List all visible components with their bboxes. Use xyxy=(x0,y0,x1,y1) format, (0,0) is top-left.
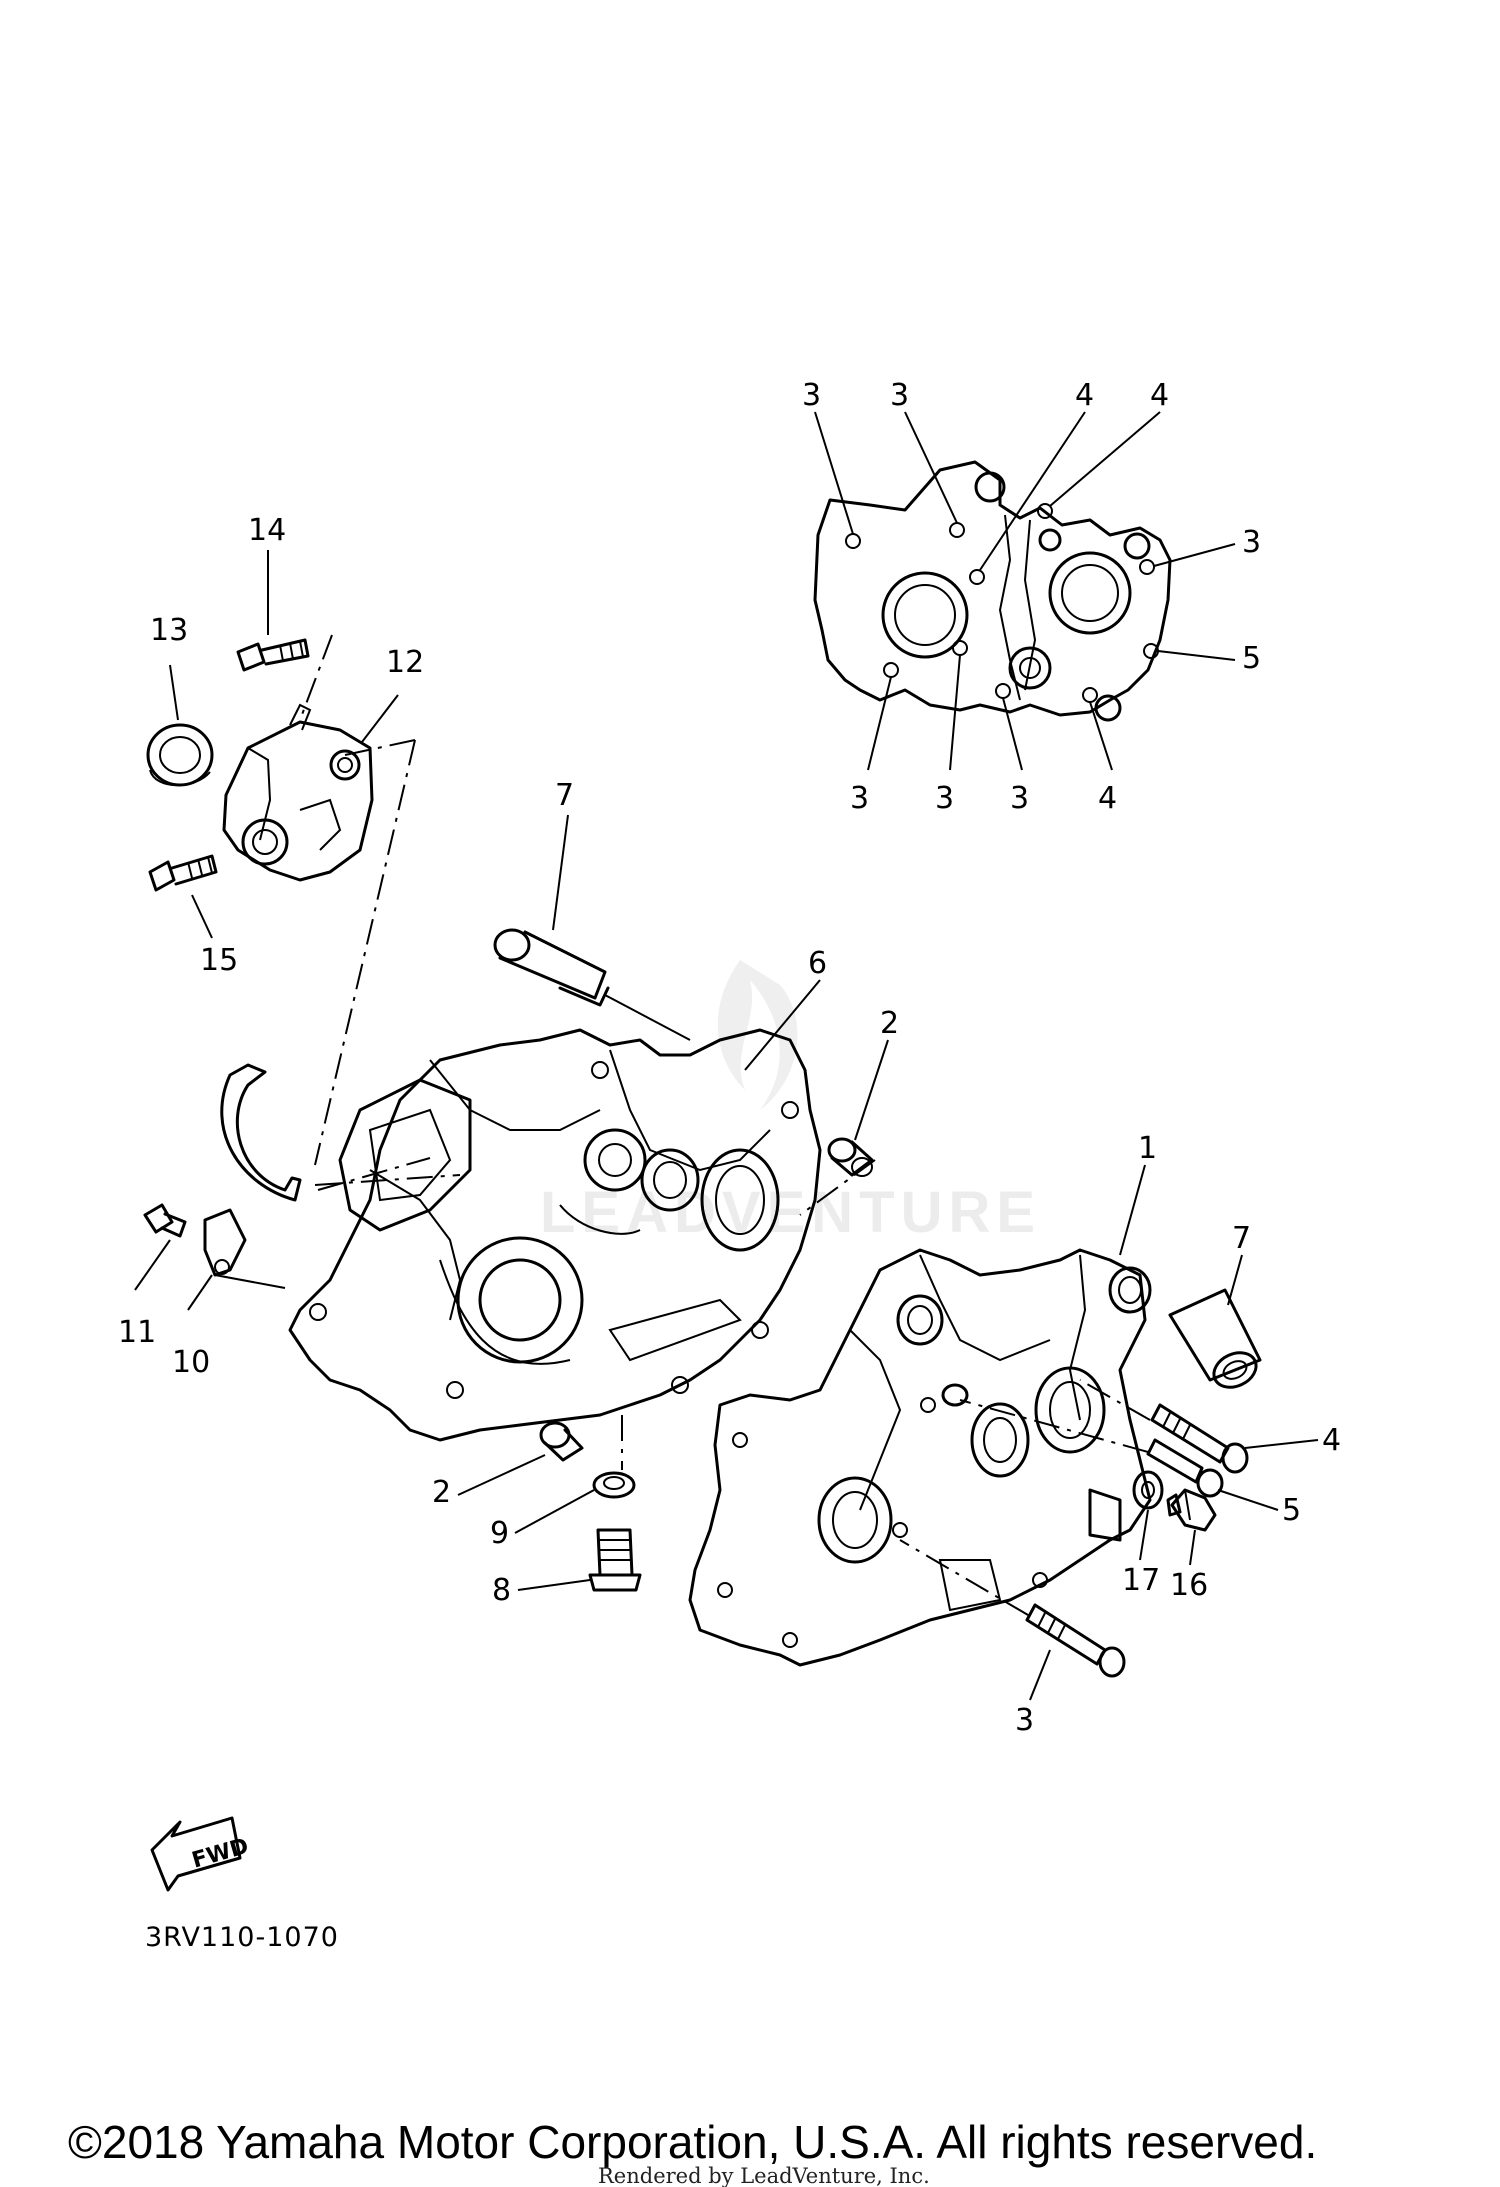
callout-16: 16 xyxy=(1170,1568,1208,1603)
callout-15: 15 xyxy=(200,943,238,978)
callout-12: 12 xyxy=(386,645,424,680)
crankcase-right-1 xyxy=(688,1164,1152,1667)
drain-plug-8 xyxy=(517,1528,642,1592)
leader-6 xyxy=(744,979,821,1071)
copyright-notice: ©2018 Yamaha Motor Corporation, U.S.A. A… xyxy=(68,2116,1317,2168)
callout-8: 8 xyxy=(492,1573,511,1608)
callout-3f: 3 xyxy=(1010,781,1029,816)
bolt-3-bottom xyxy=(899,1539,1126,1701)
screw-15 xyxy=(148,854,218,892)
oil-seal-13 xyxy=(146,723,214,787)
callout-3a: 3 xyxy=(802,378,821,413)
callout-3b: 3 xyxy=(890,378,909,413)
crankcase-bolt-pattern-view xyxy=(813,411,1236,771)
callout-5a: 5 xyxy=(1242,641,1261,676)
bolt-5 xyxy=(959,1399,1279,1511)
callout-6: 6 xyxy=(808,946,827,981)
dowel-pin-7-upper xyxy=(493,814,691,1041)
cover-assembly xyxy=(146,550,461,1191)
fwd-arrow-icon: FWD xyxy=(150,1816,252,1892)
callout-3c: 3 xyxy=(1242,525,1261,560)
callout-5b: 5 xyxy=(1282,1493,1301,1528)
callout-2b: 2 xyxy=(432,1475,451,1510)
crankcase-left-6 xyxy=(288,1028,822,1442)
bolt-16 xyxy=(1166,1488,1217,1566)
callout-10: 10 xyxy=(172,1345,210,1380)
callout-7a: 7 xyxy=(555,778,574,813)
dowel-pin-7-right xyxy=(1168,1254,1262,1389)
callout-3g: 3 xyxy=(1015,1703,1034,1738)
callout-14: 14 xyxy=(248,513,286,548)
bush-2-upper xyxy=(799,1039,889,1216)
fwd-label: FWD xyxy=(189,1834,251,1874)
diagram-code: 3RV110-1070 xyxy=(145,1922,339,1953)
callout-17: 17 xyxy=(1122,1563,1160,1598)
callout-3d: 3 xyxy=(850,781,869,816)
bolt-4 xyxy=(1079,1379,1319,1474)
screw-11 xyxy=(134,1203,187,1291)
bush-2-lower xyxy=(457,1421,584,1496)
cover-12 xyxy=(222,703,374,882)
callout-4a: 4 xyxy=(1075,378,1094,413)
gasket-9 xyxy=(514,1415,636,1534)
callout-11: 11 xyxy=(118,1315,156,1350)
retainer-plate-10 xyxy=(187,1063,302,1311)
washer-17 xyxy=(1132,1470,1164,1561)
callout-2a: 2 xyxy=(880,1006,899,1041)
screw-14 xyxy=(236,638,310,672)
callout-numbers: 3 3 4 4 3 5 3 3 3 4 14 13 12 15 7 6 2 1 … xyxy=(118,378,1341,1738)
callout-4d: 4 xyxy=(1322,1423,1341,1458)
rendered-by-notice: Rendered by LeadVenture, Inc. xyxy=(598,2164,930,2187)
callout-13: 13 xyxy=(150,613,188,648)
callout-9: 9 xyxy=(490,1516,509,1551)
callout-7b: 7 xyxy=(1232,1221,1251,1256)
callout-1: 1 xyxy=(1138,1131,1157,1166)
callout-4b: 4 xyxy=(1150,378,1169,413)
callout-4c: 4 xyxy=(1098,781,1117,816)
callout-3e: 3 xyxy=(935,781,954,816)
